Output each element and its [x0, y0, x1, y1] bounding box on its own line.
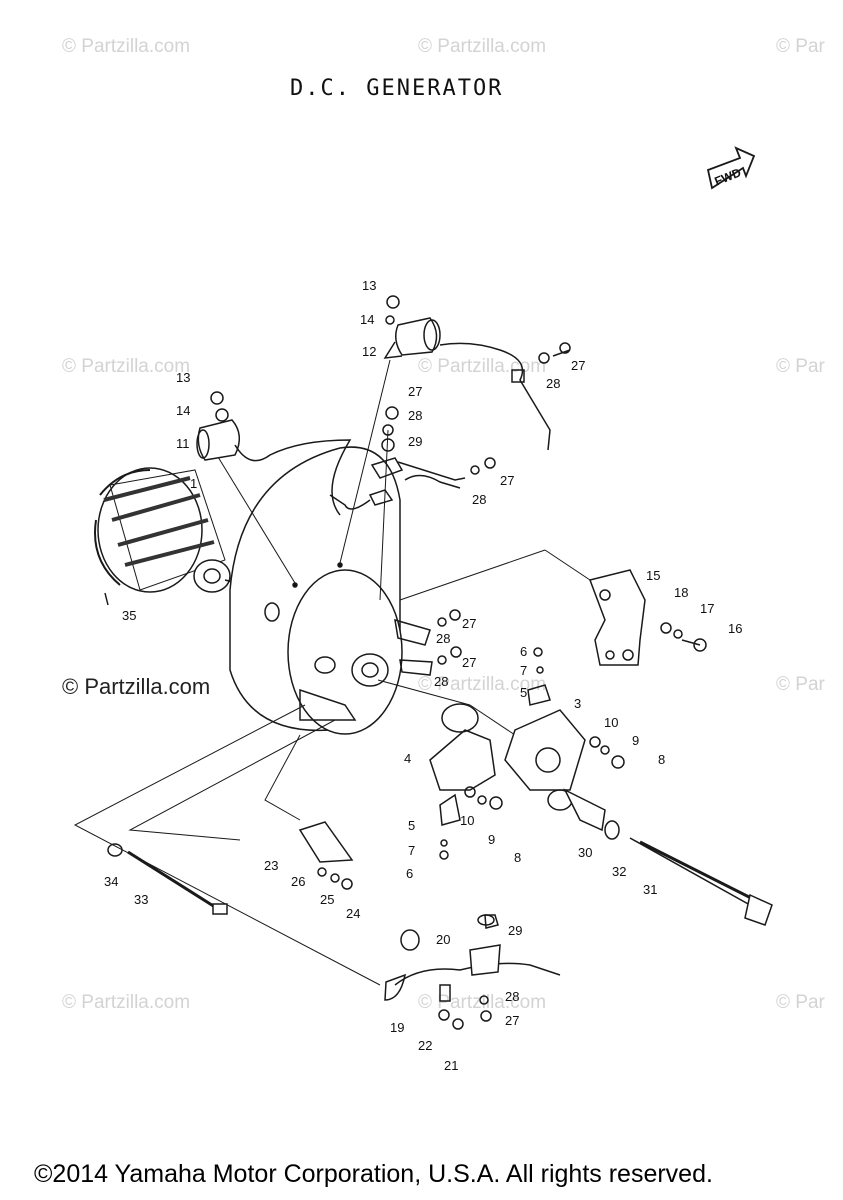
- callout-28a: 28: [546, 376, 560, 391]
- callout-21: 21: [444, 1058, 458, 1073]
- watermark: © Partzilla.com: [62, 36, 191, 57]
- copyright-footer: ©2014 Yamaha Motor Corporation, U.S.A. A…: [34, 1160, 713, 1188]
- callout-7b: 7: [408, 843, 415, 858]
- armature-part: [94, 467, 246, 606]
- brush-plate-3: [504, 647, 625, 791]
- callout-34: 34: [104, 874, 118, 889]
- callout-27f: 27: [505, 1013, 519, 1028]
- callout-15: 15: [646, 568, 660, 583]
- callout-20: 20: [436, 932, 450, 947]
- callout-10a: 10: [604, 715, 618, 730]
- callout-27e: 27: [462, 655, 476, 670]
- callout-27d: 27: [462, 616, 476, 631]
- callout-5a: 5: [520, 685, 527, 700]
- callout-27a: 27: [571, 358, 585, 373]
- callout-30: 30: [578, 845, 592, 860]
- callout-28d: 28: [436, 631, 450, 646]
- callout-5b: 5: [408, 818, 415, 833]
- bracket-23: [298, 821, 354, 890]
- callout-26: 26: [291, 874, 305, 889]
- lead-assembly: [384, 914, 561, 1030]
- page-title: D.C. GENERATOR: [290, 76, 504, 101]
- callout-33: 33: [134, 892, 148, 907]
- callout-31: 31: [643, 882, 657, 897]
- callout-28c: 28: [472, 492, 486, 507]
- callout-19: 19: [390, 1020, 404, 1035]
- callout-13b: 13: [362, 278, 376, 293]
- callout-7a: 7: [520, 663, 527, 678]
- callout-28e: 28: [434, 674, 448, 689]
- watermark: © Partzilla.com: [418, 356, 547, 377]
- through-bolt: [107, 843, 228, 915]
- watermark: © Partzilla.com: [418, 36, 547, 57]
- callout-6a: 6: [520, 644, 527, 659]
- callout-24: 24: [346, 906, 360, 921]
- callout-9b: 9: [488, 832, 495, 847]
- terminal-plate: [329, 406, 496, 510]
- callout-4: 4: [404, 751, 411, 766]
- callout-32: 32: [612, 864, 626, 879]
- bracket-15: [589, 569, 707, 666]
- watermark: © Partzilla.com: [62, 992, 191, 1013]
- callout-3: 3: [574, 696, 581, 711]
- leader-lines: [73, 359, 591, 986]
- callout-29a: 29: [408, 434, 422, 449]
- callout-8a: 8: [658, 752, 665, 767]
- brush-plate-4: [429, 703, 503, 860]
- callout-11: 11: [176, 436, 190, 451]
- watermark: © Partzilla.com: [62, 356, 191, 377]
- callout-28f: 28: [505, 989, 519, 1004]
- shaft-assembly: [547, 788, 773, 926]
- brush-holder-11: [196, 391, 352, 516]
- callout-14: 14: [176, 403, 190, 418]
- watermark: © Partzilla.com: [418, 674, 547, 695]
- watermark: © Par: [776, 992, 825, 1013]
- callout-12: 12: [362, 344, 376, 359]
- brush-holder-12: [383, 295, 571, 451]
- callout-18: 18: [674, 585, 688, 600]
- callout-23: 23: [264, 858, 278, 873]
- callout-28b: 28: [408, 408, 422, 423]
- generator-housing: [229, 446, 403, 735]
- callout-6b: 6: [406, 866, 413, 881]
- callout-29b: 29: [508, 923, 522, 938]
- callout-14b: 14: [360, 312, 374, 327]
- callout-10b: 10: [460, 813, 474, 828]
- watermark: © Par: [776, 36, 825, 57]
- callout-16: 16: [728, 621, 742, 636]
- callout-8b: 8: [514, 850, 521, 865]
- callout-35: 35: [122, 608, 136, 623]
- callout-25: 25: [320, 892, 334, 907]
- callout-17: 17: [700, 601, 714, 616]
- housing-terminals: [394, 609, 462, 676]
- callout-9a: 9: [632, 733, 639, 748]
- callout-27c: 27: [500, 473, 514, 488]
- callout-13: 13: [176, 370, 190, 385]
- watermark: © Par: [776, 356, 825, 377]
- callout-27b: 27: [408, 384, 422, 399]
- callout-1: 1: [190, 476, 197, 491]
- fwd-arrow-icon: FWD: [706, 146, 756, 190]
- watermark-dark: © Partzilla.com: [62, 674, 211, 699]
- callout-22: 22: [418, 1038, 432, 1053]
- watermark: © Par: [776, 674, 825, 695]
